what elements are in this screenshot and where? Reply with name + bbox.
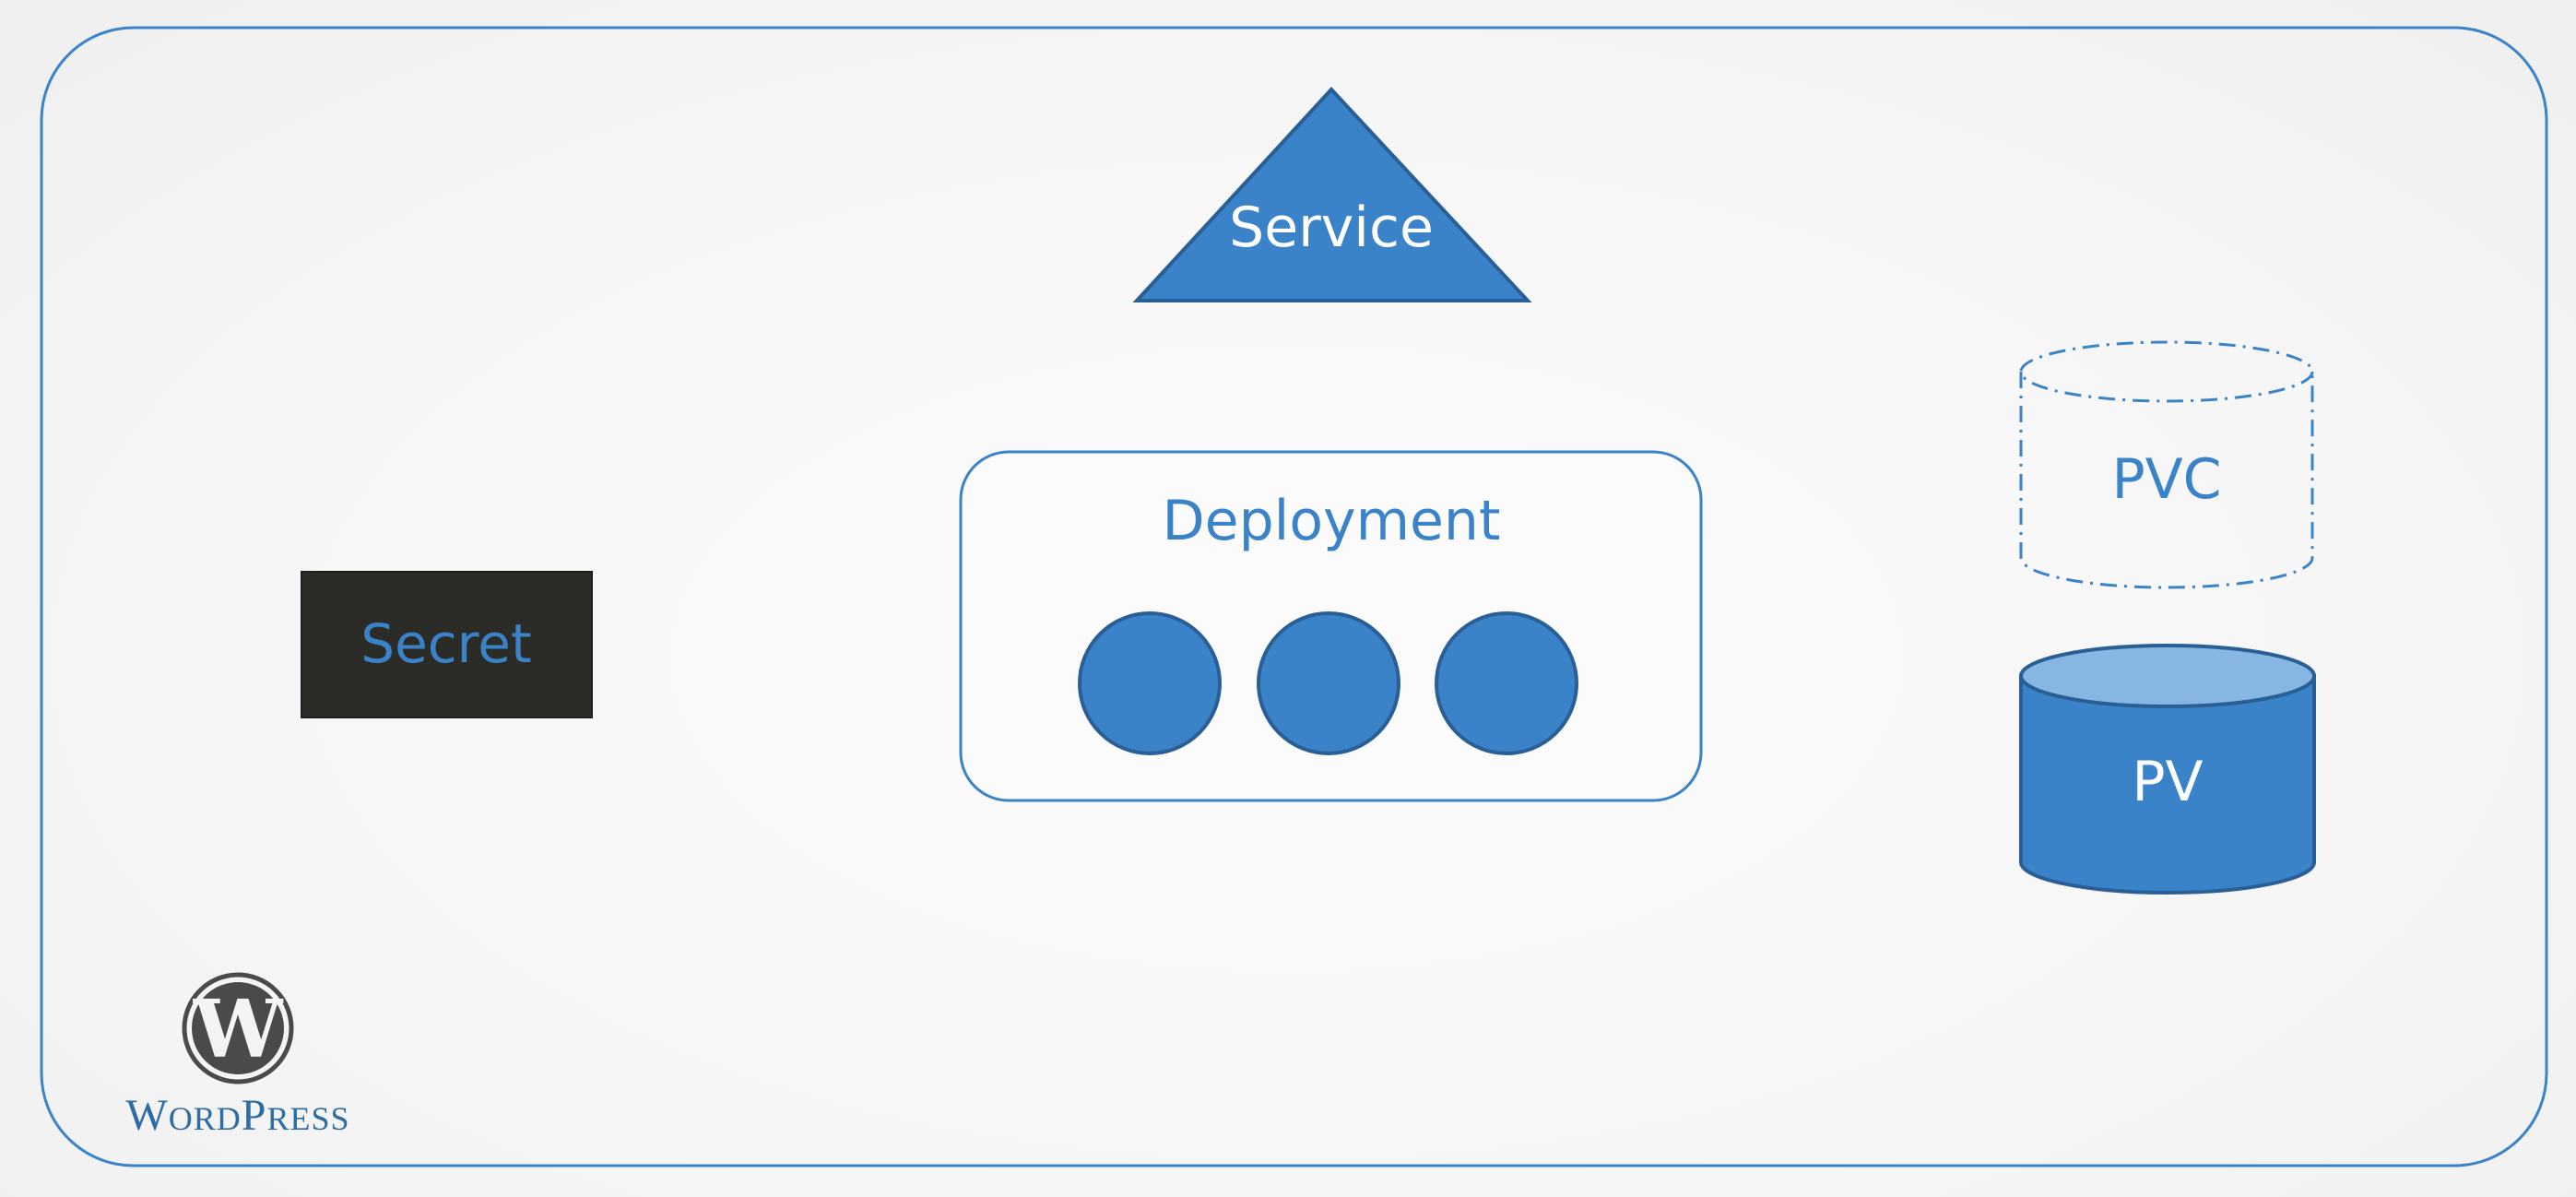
secret-label: Secret	[360, 612, 531, 675]
pv-label: PV	[2132, 750, 2203, 814]
pvc-label: PVC	[2111, 447, 2221, 512]
pv-cylinder-body	[2019, 674, 2316, 895]
pod-circle	[1435, 611, 1578, 755]
pv-node: PV	[2019, 644, 2316, 895]
pvc-node: PVC	[2019, 340, 2314, 589]
pvc-cylinder-top	[2019, 340, 2314, 403]
wordpress-mark-inner	[192, 982, 284, 1074]
service-label: Service	[1229, 196, 1434, 260]
secret-node: Secret	[301, 571, 593, 718]
pod-circle	[1078, 611, 1222, 755]
service-triangle	[1132, 87, 1532, 302]
service-node: Service	[1132, 87, 1532, 302]
pvc-cylinder-body	[2019, 372, 2314, 589]
secret-box	[301, 571, 593, 718]
wordpress-mark-letter: W	[193, 983, 284, 1076]
wordpress-logo: W WORDPRESS	[125, 972, 349, 1140]
pod-circle	[1257, 611, 1400, 755]
deployment-label: Deployment	[1162, 489, 1500, 553]
deployment-node: Deployment	[959, 450, 1703, 802]
pv-cylinder-top	[2019, 644, 2316, 708]
outer-frame	[40, 26, 2548, 1167]
wordpress-wordmark: WORDPRESS	[125, 1091, 349, 1140]
wordpress-mark-outer	[182, 972, 294, 1084]
